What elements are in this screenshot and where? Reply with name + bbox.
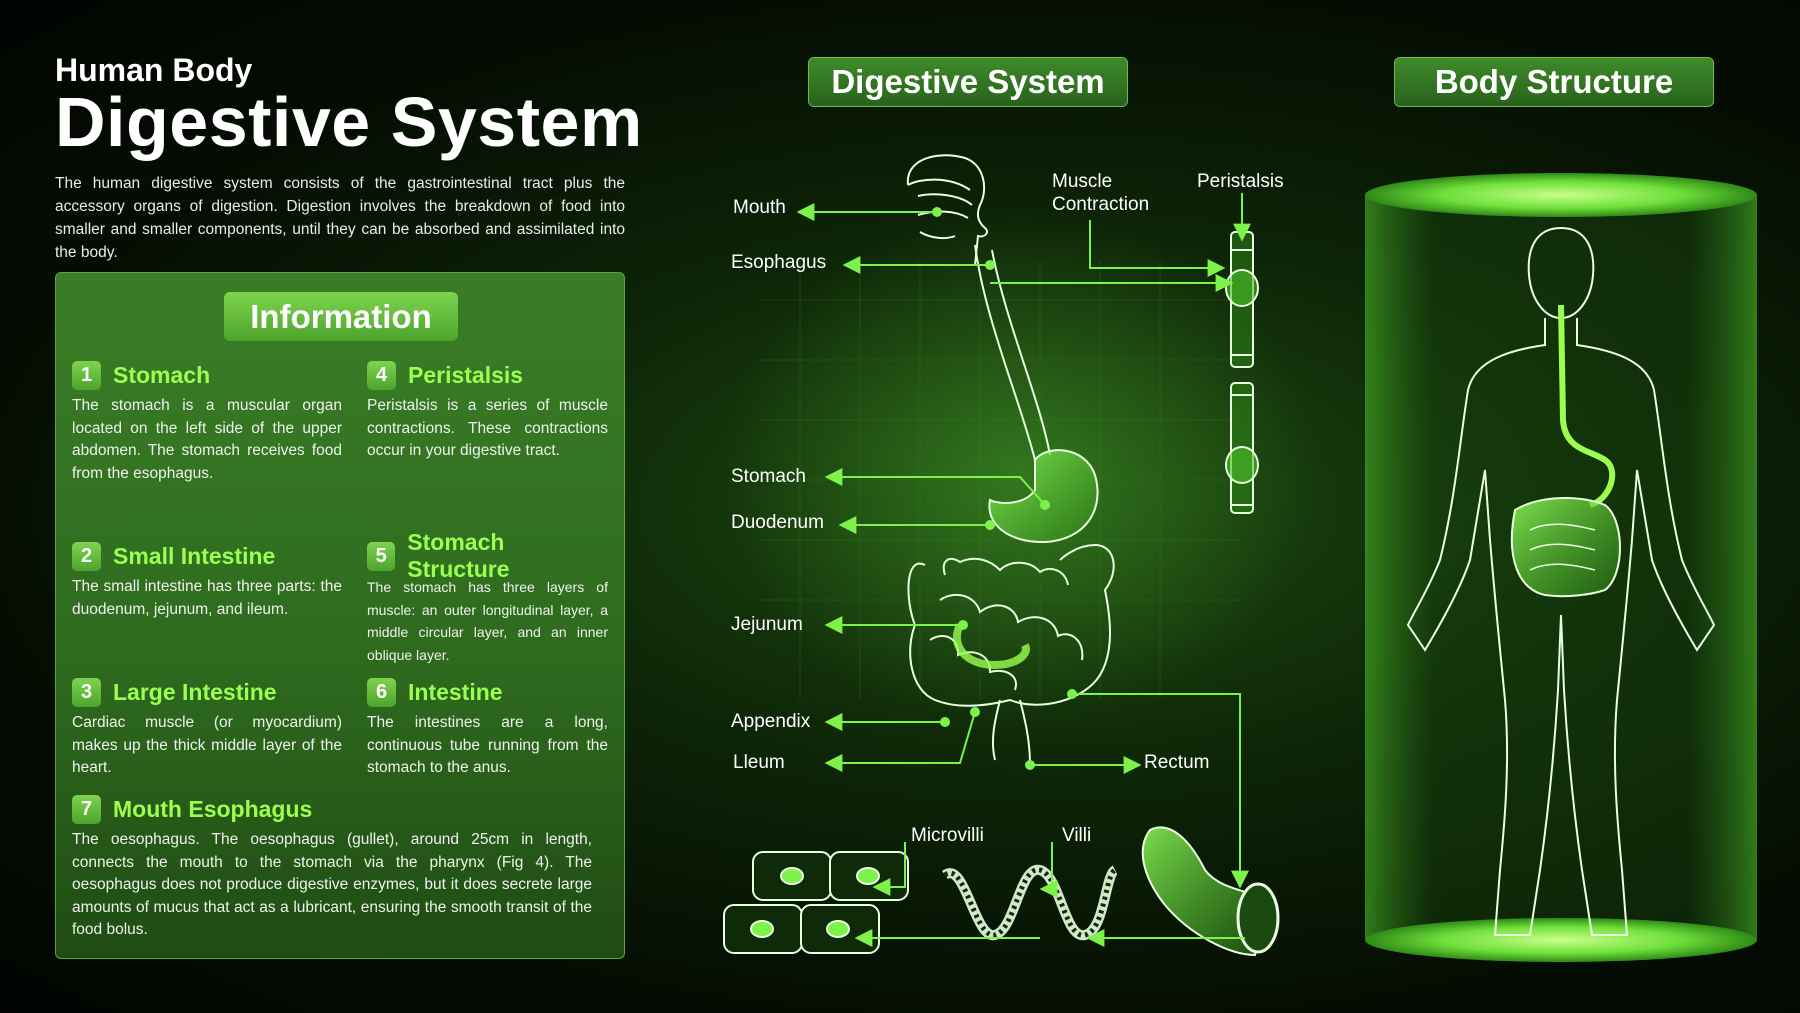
grid-background (720, 210, 1320, 730)
item-title: Large Intestine (113, 678, 277, 705)
intestine-section (1141, 826, 1280, 957)
body-organs (1510, 304, 1621, 598)
information-panel: Information 1 Stomach The stomach is a mu… (55, 272, 625, 959)
label-rectum: Rectum (1144, 752, 1210, 773)
item-text: The stomach is a muscular organ located … (72, 397, 342, 482)
label-mouth: Mouth (733, 197, 786, 218)
item-number: 2 (72, 541, 101, 571)
item-number: 1 (72, 360, 101, 390)
label-duodenum: Duodenum (731, 512, 824, 533)
page-title: Digestive System (55, 83, 643, 161)
jejunum-highlight (952, 623, 1030, 670)
item-text: Cardiac muscle (or myocardium) makes up … (72, 714, 342, 776)
label-microvilli: Microvilli (911, 825, 984, 846)
head-outline (906, 154, 988, 266)
item-number: 7 (72, 794, 101, 824)
label-esophagus: Esophagus (731, 252, 827, 273)
item-title: Stomach Structure (407, 529, 510, 582)
peristalsis-tube (1225, 231, 1259, 514)
esophagus-tube (974, 244, 1051, 461)
info-item-mouth-esophagus: 7 Mouth Esophagus The oesophagus. The oes… (72, 793, 592, 942)
label-peristalsis: Peristalsis (1197, 171, 1284, 192)
label-ileum: Lleum (733, 752, 785, 773)
item-number: 3 (72, 677, 101, 707)
item-title: Peristalsis (408, 361, 524, 388)
leader-lines (796, 193, 1251, 947)
intro-text: The human digestive system consists of t… (55, 175, 625, 261)
info-item-small-intestine: 2 Small Intestine The small intestine has… (72, 540, 342, 621)
item-text: The stomach has three layers of muscle: … (367, 579, 608, 663)
label-villi: Villi (1062, 825, 1092, 846)
digestive-system-heading: Digestive System (808, 57, 1128, 107)
info-item-stomach-structure: 5 Stomach Structure The stomach has three… (367, 529, 608, 666)
info-item-large-intestine: 3 Large Intestine Cardiac muscle (or myoc… (72, 676, 342, 780)
info-item-peristalsis: 4 Peristalsis Peristalsis is a series of … (367, 359, 608, 463)
item-title: Intestine (408, 678, 503, 705)
label-appendix: Appendix (731, 711, 811, 732)
body-structure-heading: Body Structure (1394, 57, 1714, 107)
label-muscle: Muscle (1052, 171, 1113, 192)
item-text: The small intestine has three parts: the… (72, 578, 342, 618)
item-text: The oesophagus. The oesophagus (gullet),… (72, 831, 592, 938)
intestines (907, 543, 1115, 766)
information-heading: Information (224, 292, 458, 341)
page-subtitle: Human Body (55, 52, 253, 88)
item-text: Peristalsis is a series of muscle contra… (367, 397, 608, 459)
item-number: 6 (367, 677, 396, 707)
item-number: 5 (367, 541, 396, 571)
item-number: 4 (367, 360, 396, 390)
info-item-intestine: 6 Intestine The intestines are a long, co… (367, 676, 608, 780)
label-jejunum: Jejunum (731, 614, 803, 635)
info-item-stomach: 1 Stomach The stomach is a muscular organ… (72, 359, 342, 485)
stomach-organ (988, 449, 1099, 544)
item-title: Stomach (113, 361, 211, 388)
item-title: Small Intestine (113, 542, 276, 569)
item-text: The intestines are a long, continuous tu… (367, 714, 608, 776)
label-contraction: Contraction (1052, 194, 1150, 215)
label-stomach: Stomach (731, 466, 806, 487)
item-title: Mouth Esophagus (113, 795, 313, 822)
